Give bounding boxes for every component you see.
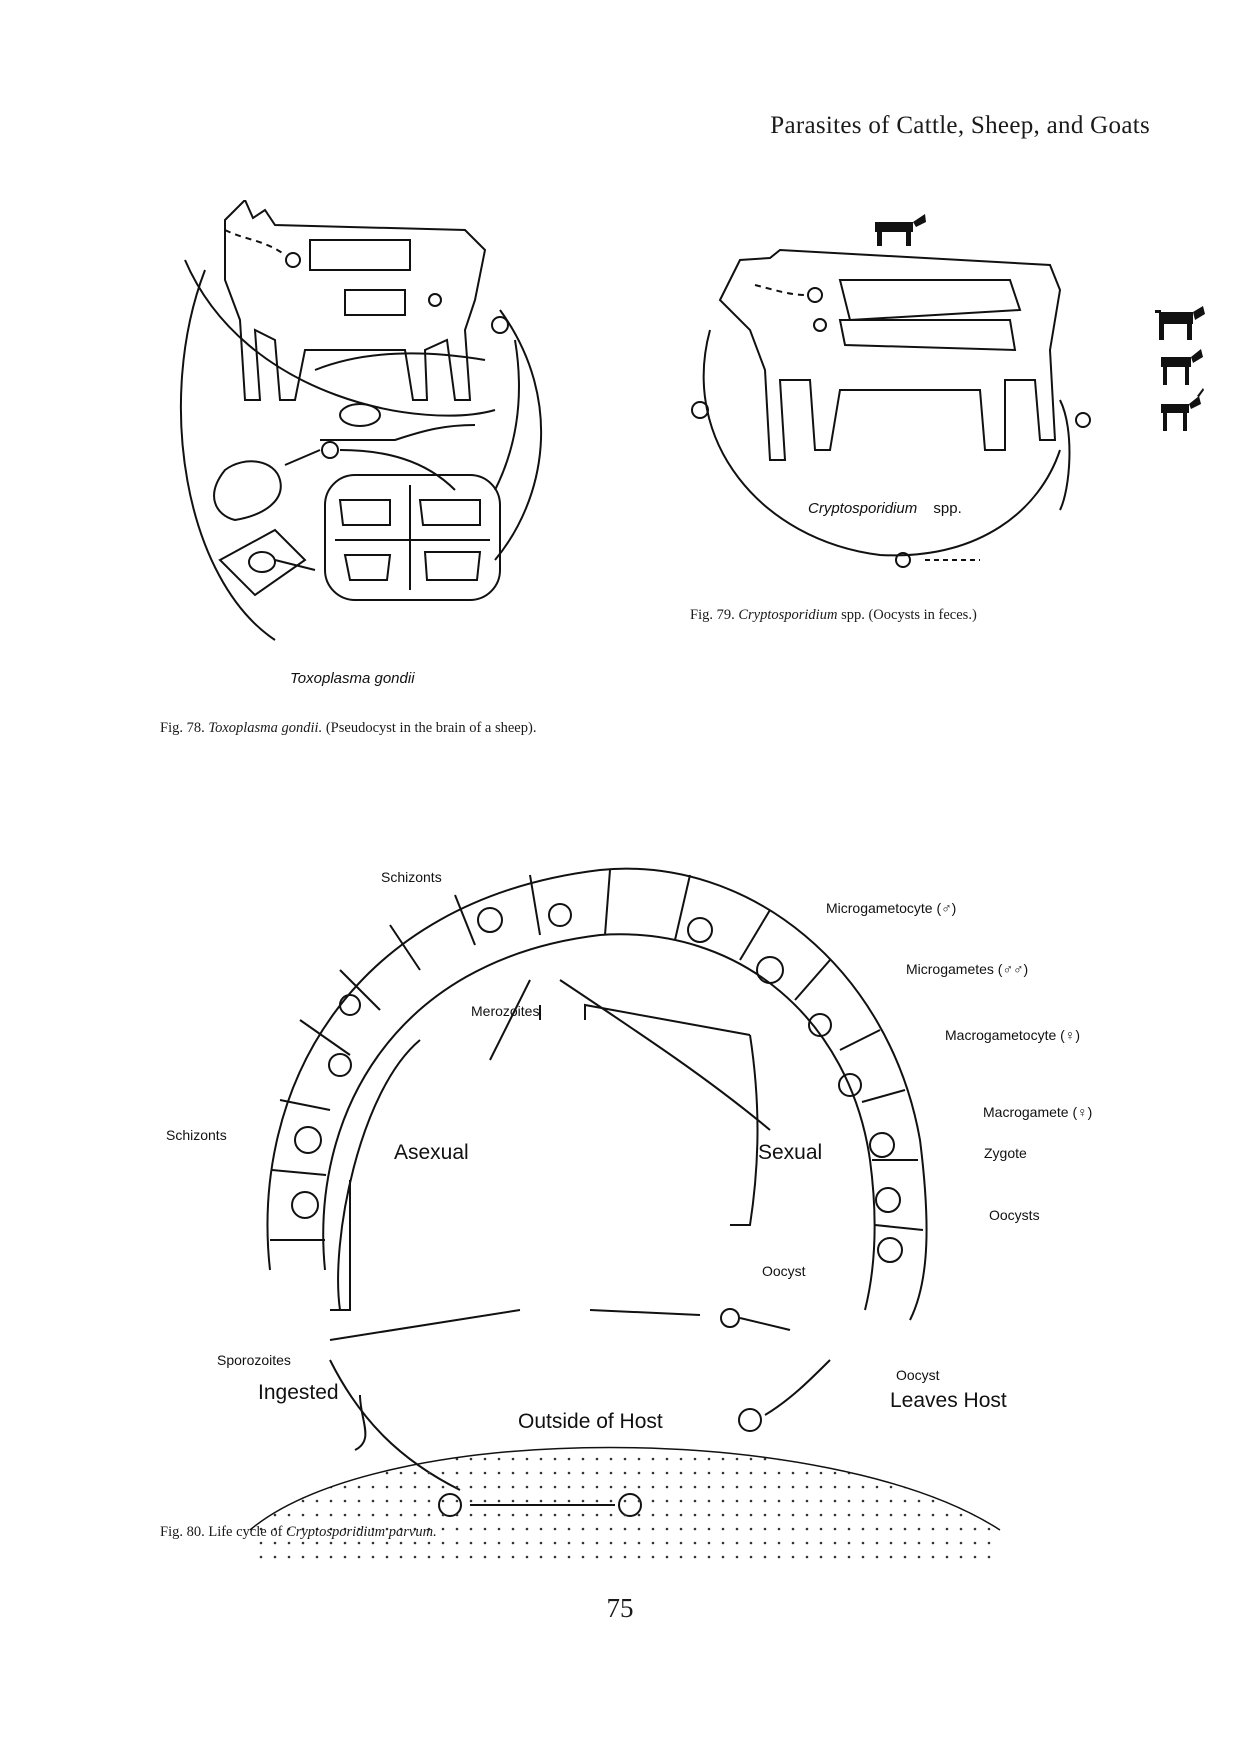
sheep-icon: [1161, 349, 1203, 385]
fig78-diagram: [179, 200, 543, 641]
fig78-caption: Fig. 78. Toxoplasma gondii. (Pseudocyst …: [160, 718, 600, 738]
fig80-label-macrogamete: Macrogamete (♀): [983, 1104, 1093, 1120]
fig79-caption-species: Cryptosporidium: [738, 607, 838, 623]
fig80-label-zygote: Zygote: [984, 1145, 1027, 1161]
fig80-caption-species: Cryptosporidium parvum.: [286, 1524, 437, 1540]
fig80-label-merozoites: Merozoites: [471, 1003, 540, 1019]
fig80-label-microgametes: Microgametes (♂♂): [906, 961, 1029, 977]
fig80-caption-num: Fig. 80.: [160, 1524, 205, 1540]
fig78-caption-text: (Pseudocyst in the brain of a sheep).: [325, 720, 537, 736]
fig79-diagram: [691, 214, 1091, 568]
fig80-label-sporozoites: Sporozoites: [217, 1352, 291, 1368]
fig79-label-species: Cryptosporidium: [808, 500, 918, 517]
fig80-label-oocyst-right: Oocyst: [896, 1367, 940, 1383]
fig78-diagram-label: Toxoplasma gondii: [290, 670, 415, 687]
fig80-caption: Fig. 80. Life cycle of Cryptosporidium p…: [160, 1522, 860, 1542]
fig78-caption-num: Fig. 78.: [160, 720, 205, 736]
fig80-label-ingested: Ingested: [258, 1381, 339, 1404]
fig79-diagram-label: Cryptosporidium spp.: [808, 500, 962, 517]
fig79-caption-text: spp. (Oocysts in feces.): [841, 607, 977, 623]
fig80-label-oocysts: Oocysts: [989, 1207, 1040, 1223]
page-number: 75: [606, 1593, 634, 1623]
cattle-icon: [1155, 306, 1205, 340]
fig79-caption-num: Fig. 79.: [690, 607, 735, 623]
fig80-label-sexual: Sexual: [758, 1141, 823, 1164]
fig80-label-schizonts-top: Schizonts: [381, 869, 442, 885]
sheep-icon: [875, 214, 926, 246]
fig80-label-schizonts-left: Schizonts: [166, 1127, 227, 1143]
fig79-caption: Fig. 79. Cryptosporidium spp. (Oocysts i…: [690, 605, 1110, 625]
fig80-label-macrogametocyte: Macrogametocyte (♀): [945, 1027, 1080, 1043]
fig80-label-asexual: Asexual: [394, 1141, 469, 1164]
side-animal-icons: [1155, 306, 1205, 431]
fig78-caption-species: Toxoplasma gondii.: [208, 720, 323, 736]
fig80-label-leaves-host: Leaves Host: [890, 1389, 1007, 1412]
fig80-caption-text: Life cycle of: [208, 1524, 283, 1540]
running-header: Parasites of Cattle, Sheep, and Goats: [770, 112, 1150, 139]
fig80-diagram: [249, 867, 1001, 1560]
fig79-label-spp: spp.: [933, 500, 962, 517]
fig80-label-outside-host: Outside of Host: [518, 1410, 663, 1433]
fig80-label-microgametocyte: Microgametocyte (♂): [826, 900, 957, 916]
fig80-label-oocyst-center: Oocyst: [762, 1263, 806, 1279]
goat-icon: [1161, 388, 1204, 431]
